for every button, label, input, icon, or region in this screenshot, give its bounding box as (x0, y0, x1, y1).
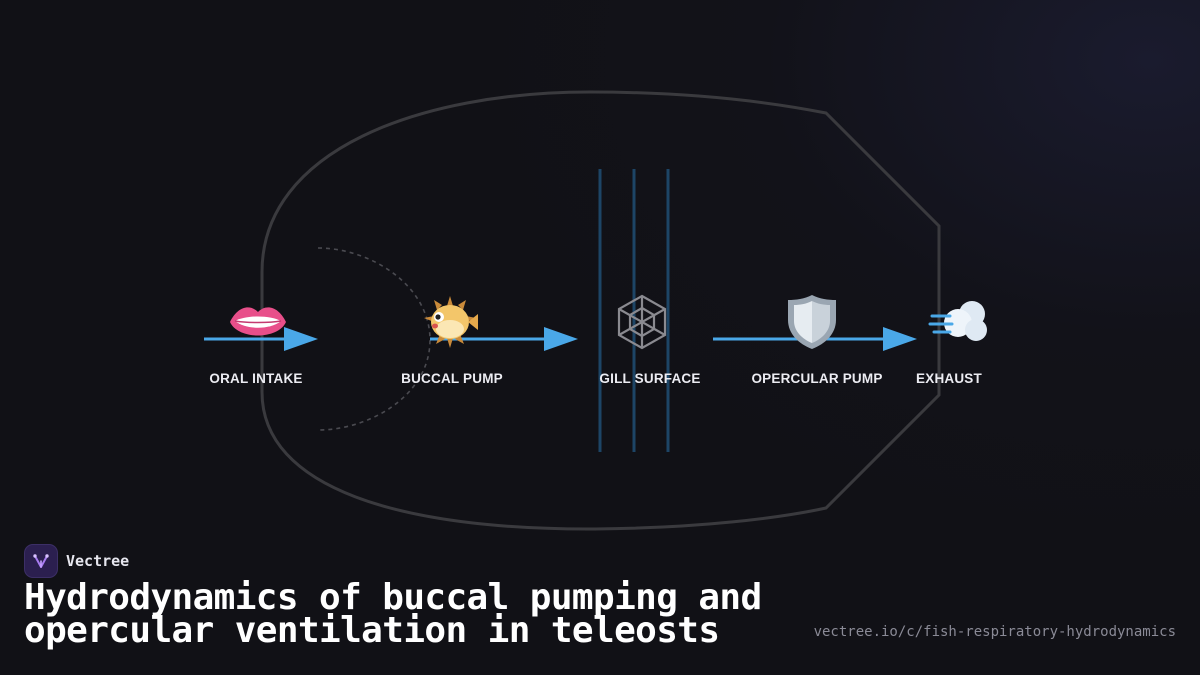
stage-label-opercular-pump: OPERCULAR PUMP (751, 371, 883, 386)
stage-label-oral-intake: ORAL INTAKE (209, 371, 303, 386)
stage-label-exhaust: EXHAUST (916, 371, 982, 386)
buccal-cavity-dashed (317, 247, 431, 431)
flow-arrowhead-3 (883, 327, 917, 351)
fish-body-outline (260, 90, 941, 531)
brand[interactable]: Vectree (24, 544, 129, 578)
flow-arrowhead-1 (284, 327, 318, 351)
source-url[interactable]: vectree.io/c/fish-respiratory-hydrodynam… (813, 624, 1176, 640)
stage-label-gill-surface: GILL SURFACE (599, 371, 701, 386)
dash-symbol-icon (928, 301, 987, 341)
flow-arrowhead-2 (544, 327, 578, 351)
page-title: Hydrodynamics of buccal pumping and oper… (24, 577, 762, 651)
web-icon (617, 294, 667, 350)
mouth-icon (230, 307, 286, 336)
shield-icon (788, 295, 836, 349)
pufferfish-icon (424, 296, 478, 348)
stage-label-buccal-pump: BUCCAL PUMP (401, 371, 503, 386)
vectree-logo-icon (24, 544, 58, 578)
brand-name: Vectree (66, 552, 130, 570)
